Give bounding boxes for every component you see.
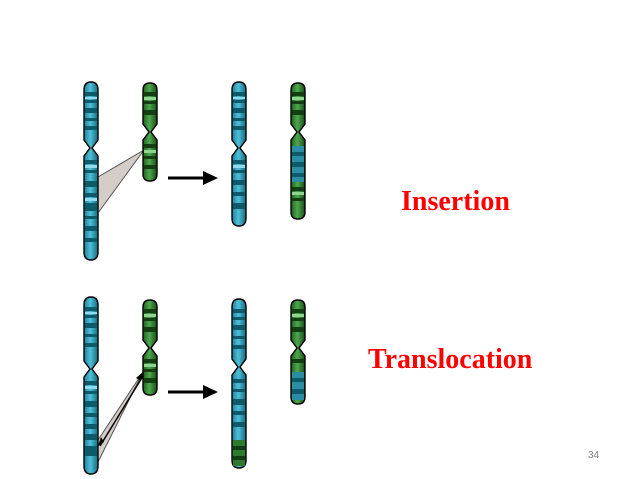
insertion-chromosome-a-after	[231, 81, 247, 227]
translocation-transfer-wedge	[97, 371, 144, 463]
insertion-label: Insertion	[401, 186, 510, 217]
translocation-label: Translocation	[368, 344, 533, 375]
insertion-chromosome-b-after	[290, 82, 306, 220]
translocation-chromosome-a-before	[83, 296, 99, 475]
insertion-transfer-wedge	[97, 149, 145, 215]
translocation-chromosome-a-after	[231, 298, 247, 469]
insertion-row	[83, 81, 306, 261]
insertion-right-arrow-icon	[168, 171, 218, 185]
translocation-right-arrow-icon	[168, 385, 218, 399]
insertion-chromosome-a-before	[83, 81, 99, 261]
insertion-chromosome-b-before	[142, 82, 158, 182]
translocation-chromosome-b-before	[142, 299, 158, 396]
page-number: 34	[588, 450, 600, 461]
translocation-chromosome-b-after	[290, 299, 306, 405]
translocation-row	[83, 296, 306, 475]
